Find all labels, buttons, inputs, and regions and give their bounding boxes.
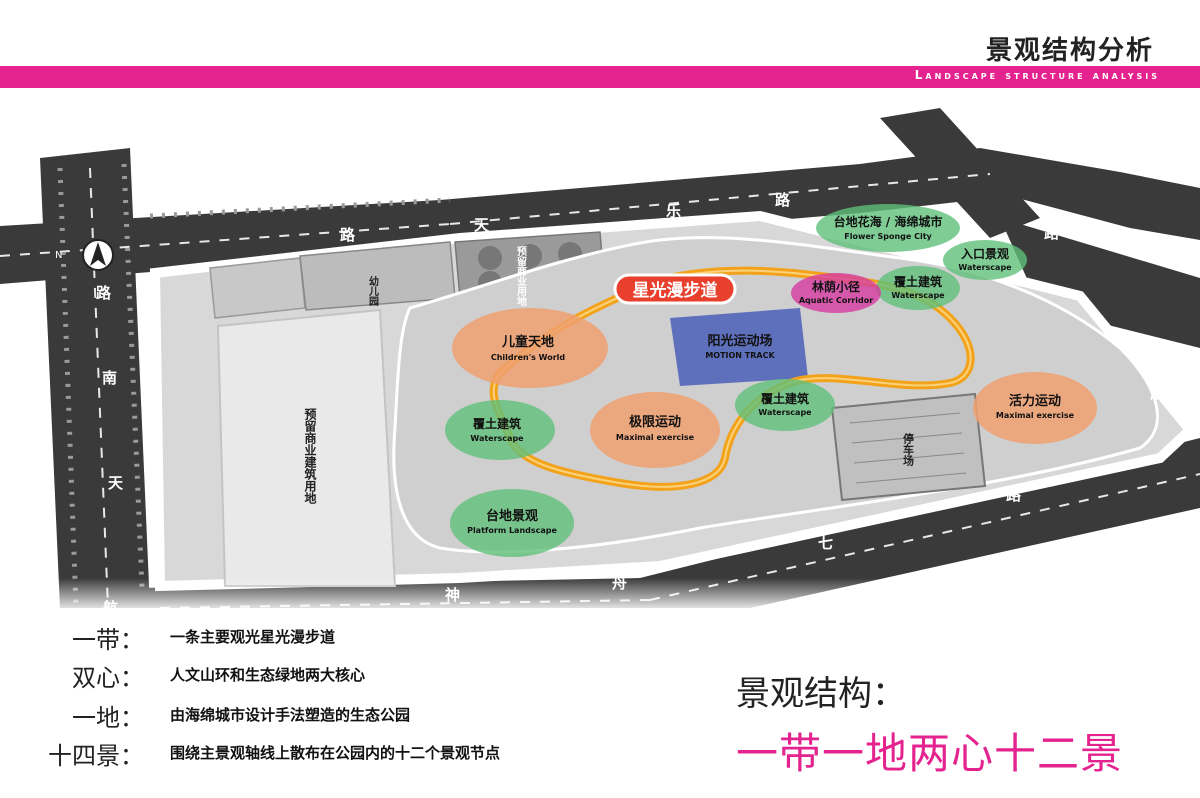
zone-vitality-sports xyxy=(973,372,1097,444)
road-label: 南 xyxy=(102,369,117,387)
header-bar xyxy=(0,66,1200,88)
legend-row: 一地： 由海绵城市设计手法塑造的生态公园 xyxy=(0,698,700,732)
road-label: 路 xyxy=(340,226,356,244)
kindergarten-label: 幼儿园 xyxy=(367,275,380,307)
zone-extreme-sports xyxy=(590,392,720,468)
legend-key: 双心： xyxy=(72,664,144,692)
zone-sublabel: Waterscape xyxy=(958,263,1012,272)
zone-label: 极限运动 xyxy=(629,414,681,430)
zone-sublabel: Maximal exercise xyxy=(616,433,695,442)
zone-label: 活力运动 xyxy=(1009,393,1061,409)
legend-key: 一地： xyxy=(72,704,144,732)
zone-sublabel: Maximal exercise xyxy=(996,411,1075,420)
zone-label: 台地景观 xyxy=(486,508,538,524)
motion-track-area xyxy=(670,308,808,386)
legend-row: 双心： 人文山环和生态绿地两大核心 xyxy=(0,658,700,692)
road-label: 路 xyxy=(1044,224,1060,242)
site-plan-map: N 天 乐 路 路 路 路 南 天 航 神 舟 七 路 航 预留商业建筑用地 幼… xyxy=(0,108,1200,608)
road-label: 路 xyxy=(96,284,112,302)
road-label: 天 xyxy=(108,474,124,492)
legend-row: 一带： 一条主要观光星光漫步道 xyxy=(0,620,700,654)
reserved-mid-label: 预留商业用地 xyxy=(515,246,528,306)
zone-sublabel: Waterscape xyxy=(891,291,945,300)
zone-earth-building-2 xyxy=(735,379,835,431)
compass-icon: N xyxy=(55,239,114,271)
zone-entrance xyxy=(943,240,1027,280)
legend-value: 围绕主景观轴线上散布在公园内的十二个景观节点 xyxy=(170,744,501,762)
zone-label: 覆土建筑 xyxy=(760,391,809,406)
zone-sublabel: Waterscape xyxy=(470,434,524,443)
road-label: 乐 xyxy=(666,202,681,220)
zone-earth-building-3 xyxy=(876,266,960,310)
zone-sublabel: Aquatic Corridor xyxy=(799,296,873,305)
zone-label: 儿童天地 xyxy=(501,334,554,350)
svg-text:N: N xyxy=(55,250,62,261)
zone-label: 覆土建筑 xyxy=(893,274,942,289)
legend-value: 人文山环和生态绿地两大核心 xyxy=(170,666,366,684)
legend-key: 十四景： xyxy=(48,742,144,770)
road-label: 天 xyxy=(474,216,490,234)
road-label: 路 xyxy=(1006,486,1022,504)
legend-key: 一带： xyxy=(72,626,144,654)
page-subtitle: Landscape structure analysis xyxy=(914,68,1160,82)
reserved-commercial-label: 预留商业建筑用地 xyxy=(303,408,317,505)
road-label: 七 xyxy=(818,534,833,552)
svg-text:星光漫步道: 星光漫步道 xyxy=(633,280,718,301)
parking-area xyxy=(830,392,987,502)
zone-label: 林荫小径 xyxy=(812,279,860,294)
zone-label: 入口景观 xyxy=(961,247,1009,261)
legend-row: 十四景： 围绕主景观轴线上散布在公园内的十二个景观节点 xyxy=(0,736,700,770)
zone-sublabel: Waterscape xyxy=(758,408,812,417)
zone-flower-sponge xyxy=(816,204,960,252)
zone-sublabel: Children's World xyxy=(491,353,566,362)
zone-earth-building-1 xyxy=(445,400,555,460)
road-label: 航 xyxy=(1150,384,1165,402)
structure-main: 一带一地两心十二景 xyxy=(736,729,1124,778)
zone-children-world xyxy=(452,308,608,388)
page-title: 景观结构分析 xyxy=(985,36,1154,66)
road-label: 路 xyxy=(775,191,791,209)
zone-label: 覆土建筑 xyxy=(472,416,521,431)
zone-shade-path xyxy=(791,273,881,313)
zone-platform xyxy=(450,489,574,557)
structure-title: 景观结构： xyxy=(736,674,906,714)
zone-label: 台地花海 / 海绵城市 xyxy=(834,214,943,229)
zone-sublabel: Flower Sponge City xyxy=(844,232,932,241)
parking-label: 停车场 xyxy=(902,432,915,467)
zone-sublabel: Platform Landscape xyxy=(467,526,557,535)
legend-value: 一条主要观光星光漫步道 xyxy=(170,628,336,646)
zone-label: 阳光运动场 xyxy=(707,333,772,349)
legend-value: 由海绵城市设计手法塑造的生态公园 xyxy=(170,706,411,724)
zone-sublabel: MOTION TRACK xyxy=(705,351,775,360)
starlight-path-label: 星光漫步道 xyxy=(613,273,737,305)
